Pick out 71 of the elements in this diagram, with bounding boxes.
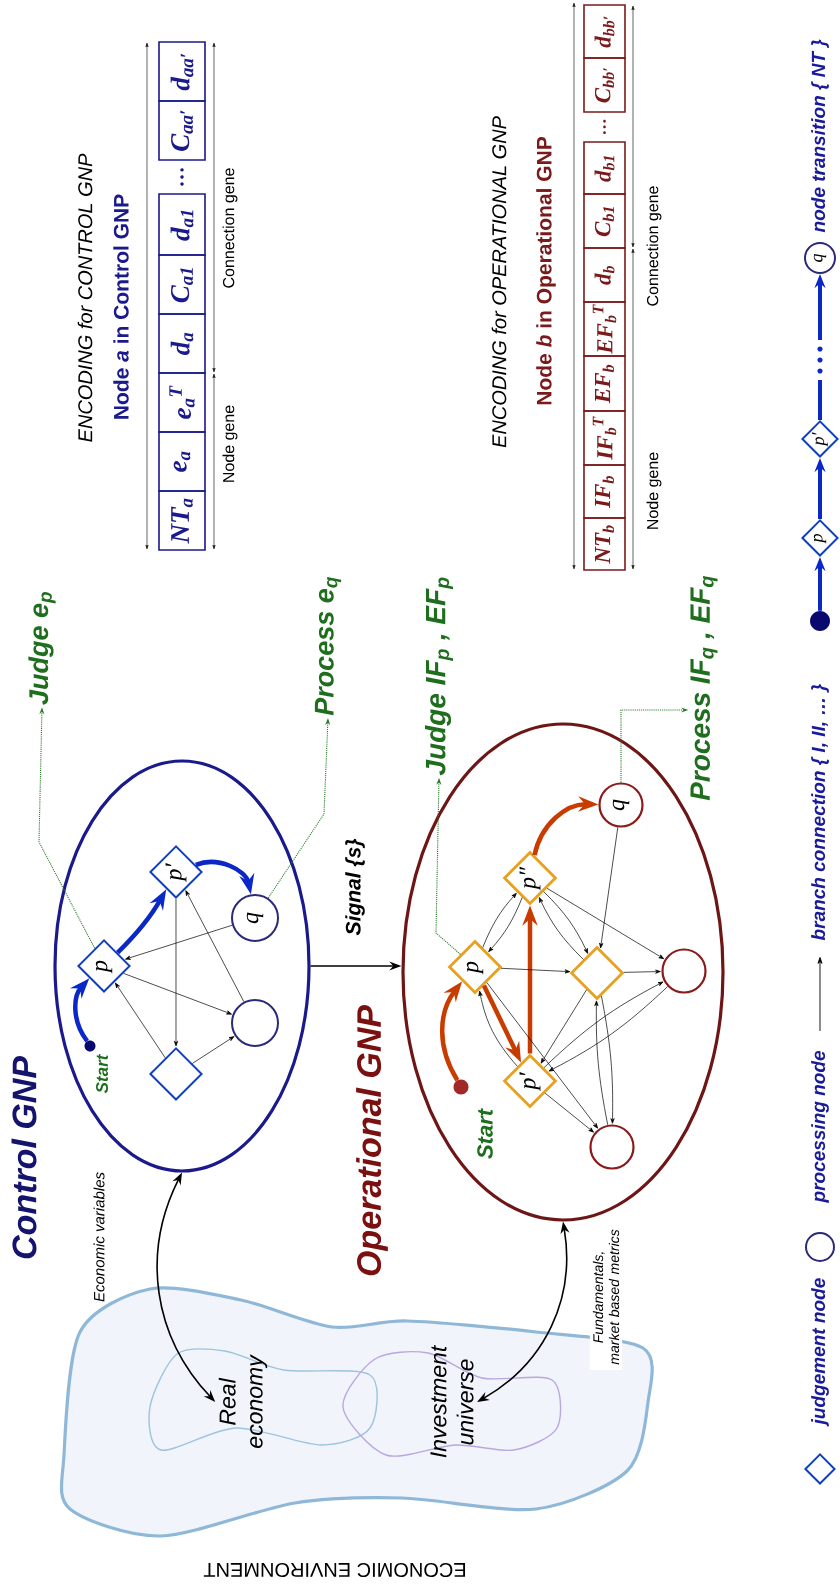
arrow <box>538 897 584 960</box>
start-dot <box>810 611 830 631</box>
table-cell: d$_{a1}$ <box>158 193 206 256</box>
table-cell: EF$_{b}$T <box>583 301 626 357</box>
gene: Node gene <box>646 452 662 529</box>
table-cell: d$_{a}$ <box>158 313 206 374</box>
arrow <box>601 995 615 1124</box>
ellipsis: … <box>180 168 184 186</box>
table-cell: C$_{b1}$ <box>583 193 626 249</box>
table-cell: d$_{bb′}$ <box>583 4 626 59</box>
table-cell: EF$_{b}$ <box>583 355 626 412</box>
arrow <box>486 982 599 1129</box>
subheading: Node b in Operational GNP <box>536 136 556 405</box>
region-label: Investment universe <box>430 1344 474 1458</box>
table-cell: IF$_{b}$ <box>583 464 626 519</box>
annotation-label: Judge IF$_{p}$ , EF$_{p}$ <box>424 577 454 776</box>
arrow <box>623 969 661 974</box>
arrow <box>482 892 517 948</box>
arrow <box>488 897 523 953</box>
arrow <box>123 973 232 1015</box>
table-cell: C$_{bb′}$ <box>583 57 626 113</box>
legend-label: node transition { NT } <box>811 39 829 233</box>
processing-circle <box>231 999 279 1047</box>
processing-circle <box>661 948 707 994</box>
arrow <box>500 967 571 974</box>
edge-label: Economic variables <box>93 1172 105 1302</box>
title: Operational GNP <box>356 1004 388 1276</box>
arrow <box>478 990 518 1067</box>
table-cell: IF$_{b}$T <box>583 410 626 466</box>
table-cell: NT$_{a}$ <box>158 490 206 551</box>
arrow <box>115 982 166 1059</box>
legend-label: branch connection { I, II, … } <box>811 684 829 941</box>
gene: Connection gene <box>222 168 238 288</box>
arrow <box>185 890 245 1003</box>
arrow <box>173 898 179 1047</box>
arrow <box>125 924 233 960</box>
table-cell: NT$_{b}$ <box>583 517 626 571</box>
annotation-label: Process IF$_{q}$ , EF$_{q}$ <box>690 576 718 801</box>
start-label: Start <box>96 1054 108 1094</box>
table-cell: e$_{a}$T <box>158 372 206 433</box>
edge-label: Fundamentals, market based metrics <box>589 1224 623 1370</box>
annotation-label: Process e$_{q}$ <box>314 577 342 716</box>
gene: Node gene <box>222 405 238 482</box>
arrow <box>540 989 587 1064</box>
subheading: Node a in Control GNP <box>113 194 129 419</box>
arrow <box>546 887 665 960</box>
table-cell: C$_{aa′}$ <box>158 100 206 161</box>
region-label: ECONOMIC ENVIRONMENT <box>203 1562 465 1578</box>
legend-label: processing node <box>811 1050 829 1203</box>
edge-label: Signal {s} <box>345 838 365 936</box>
gene: Connection gene <box>646 186 662 306</box>
table-cell: e$_{a}$ <box>158 431 206 492</box>
arrow <box>594 1000 609 1126</box>
heading: ENCODING for CONTROL GNP <box>77 153 93 442</box>
heading: ENCODING for OPERATIONAL GNP <box>491 116 507 448</box>
table-cell: d$_{aa′}$ <box>158 41 206 102</box>
table-cell: d$_{b1}$ <box>583 141 626 195</box>
arrow <box>192 1036 235 1064</box>
title: Control GNP <box>11 1055 37 1259</box>
annotation-label: Judge e$_{p}$ <box>28 592 56 705</box>
table-cell: d$_{b}$ <box>583 247 626 303</box>
start-label: Start <box>477 1108 493 1159</box>
ellipsis: … <box>603 119 606 135</box>
arrow <box>544 1092 594 1133</box>
arrow <box>543 891 589 954</box>
processing-circle <box>589 1124 635 1170</box>
judgement-diamond <box>149 1047 203 1101</box>
region-label: Real economy <box>218 1354 268 1448</box>
arrow <box>599 827 619 949</box>
legend-label: judgement node <box>811 1278 829 1427</box>
table-cell: C$_{a1}$ <box>158 254 206 315</box>
